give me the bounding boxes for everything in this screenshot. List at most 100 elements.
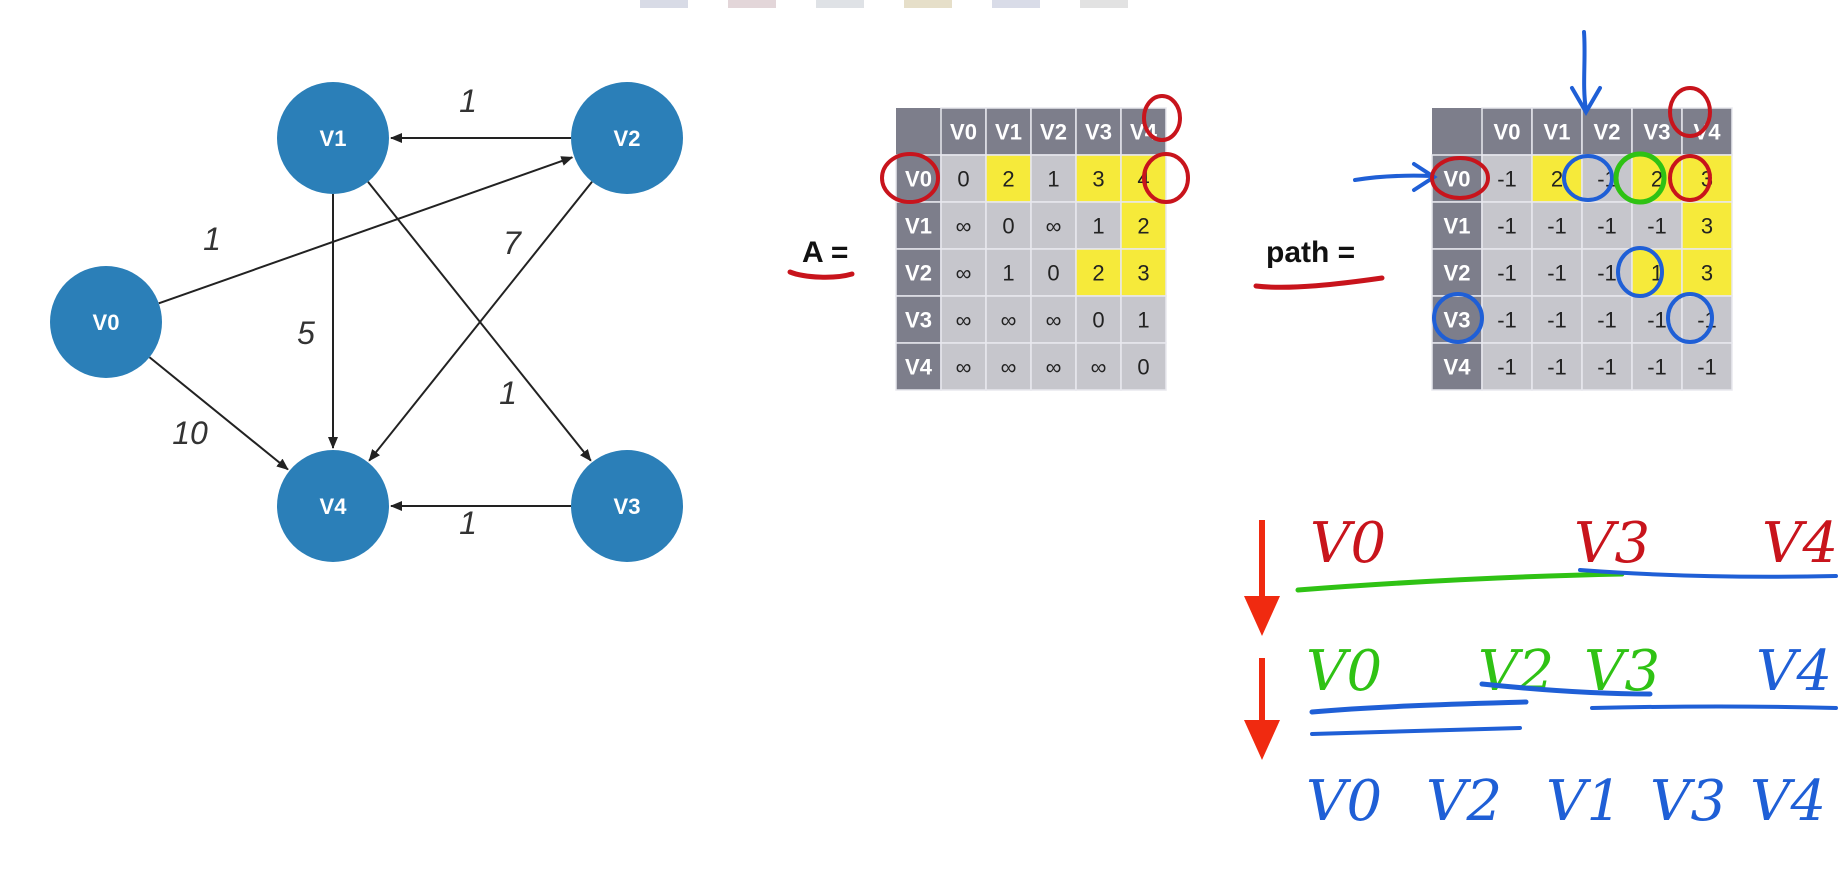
node-v3 bbox=[571, 450, 683, 562]
hw-line3-v2: V2 bbox=[1426, 769, 1502, 834]
matrix-a-cell-0-3: 3 bbox=[1092, 167, 1104, 192]
hw-line2-underline-blue-d bbox=[1310, 726, 1522, 736]
node-v1 bbox=[277, 82, 389, 194]
matrix-path-cell-3-0: -1 bbox=[1497, 308, 1517, 333]
matrix-a-cell-3-1: ∞ bbox=[1001, 308, 1017, 333]
matrix-path-cell-bg-1-0 bbox=[1481, 201, 1533, 250]
matrix-a-row-header-2: V2 bbox=[905, 261, 932, 286]
matrix-a-annotations bbox=[880, 94, 1190, 204]
matrix-a-cell-4-3: ∞ bbox=[1091, 355, 1107, 380]
hw-line1-v0: V0 bbox=[1310, 511, 1386, 576]
matrix-a-cell-0-2: 1 bbox=[1047, 167, 1059, 192]
matrix-path-cell-3-2: -1 bbox=[1597, 308, 1617, 333]
node-label-v2: V2 bbox=[614, 126, 641, 151]
matrix-path-row-header-2: V2 bbox=[1444, 261, 1471, 286]
handwritten-paths: V0 V3 V4 V0 V2 V3 V4 V0 V2 V1 V3 V4 bbox=[1244, 511, 1838, 834]
edge-v0-v2 bbox=[158, 156, 574, 305]
blue-circle-v3-row bbox=[1432, 292, 1484, 344]
green-circle-cell-0-3 bbox=[1613, 151, 1667, 205]
matrix-a-cell-bg-4-4 bbox=[1120, 342, 1167, 391]
matrix-path-cell-1-4: 3 bbox=[1701, 214, 1713, 239]
hw-line2-v2: V2 bbox=[1478, 639, 1554, 704]
blue-circle-cell-0-2 bbox=[1562, 154, 1614, 202]
matrix-path-cell-bg-1-2 bbox=[1581, 201, 1633, 250]
hw-line3-v4: V4 bbox=[1750, 769, 1826, 834]
matrix-path-cell-4-1: -1 bbox=[1547, 355, 1567, 380]
matrix-path-cell-bg-0-0 bbox=[1481, 154, 1533, 203]
matrix-path-cell-bg-2-1 bbox=[1531, 248, 1583, 297]
edge-v0-v4 bbox=[148, 356, 289, 471]
blue-circle-cell-2-3 bbox=[1616, 246, 1664, 298]
blue-right-arrow bbox=[1353, 162, 1438, 192]
matrix-path-col-header-2: V2 bbox=[1594, 120, 1621, 145]
red-circle-cell-0-4 bbox=[1668, 154, 1712, 202]
matrix-path-cell-2-1: -1 bbox=[1547, 261, 1567, 286]
red-down-arrow-1 bbox=[1244, 520, 1280, 636]
node-v0 bbox=[50, 266, 162, 378]
edge-weight-v1-v3: 1 bbox=[499, 375, 517, 411]
matrix-a-col-header-2: V2 bbox=[1040, 120, 1067, 145]
matrix-path-row-header-3: V3 bbox=[1444, 308, 1471, 333]
matrix-path-cell-2-4: 3 bbox=[1701, 261, 1713, 286]
matrix-a-cell-1-3: 1 bbox=[1092, 214, 1104, 239]
hw-line2-underline-blue-c bbox=[1590, 704, 1838, 710]
edge-weight-v1-v4: 5 bbox=[297, 315, 315, 351]
matrix-a-cell-4-0: ∞ bbox=[956, 355, 972, 380]
matrix-a-row-header-0: V0 bbox=[905, 167, 932, 192]
matrix-path-col-header-3: V3 bbox=[1644, 120, 1671, 145]
matrix-a-cell-bg-2-3 bbox=[1075, 248, 1122, 297]
blue-down-arrow bbox=[1570, 30, 1602, 116]
matrix-a-label: A = bbox=[802, 236, 848, 269]
matrix-path-cell-4-0: -1 bbox=[1497, 355, 1517, 380]
matrix-a-cell-bg-3-3 bbox=[1075, 295, 1122, 344]
matrix-path-cell-1-2: -1 bbox=[1597, 214, 1617, 239]
matrix-a-cell-2-4: 3 bbox=[1137, 261, 1149, 286]
edge-v1-v3 bbox=[367, 181, 592, 462]
matrix-a-cell-bg-4-2 bbox=[1030, 342, 1077, 391]
matrix-path-col-header-bg-0 bbox=[1481, 107, 1533, 156]
node-v2 bbox=[571, 82, 683, 194]
red-circle-a-cell-0-4 bbox=[1142, 152, 1190, 204]
matrix-a-cell-bg-0-0 bbox=[940, 154, 987, 203]
matrix-a-cell-2-1: 1 bbox=[1002, 261, 1014, 286]
hw-line2-underline-blue-a bbox=[1309, 699, 1529, 715]
matrix-a-cell-3-4: 1 bbox=[1137, 308, 1149, 333]
matrix-path-row-header-bg-1 bbox=[1431, 201, 1483, 250]
matrix-a-cell-2-2: 0 bbox=[1047, 261, 1059, 286]
matrix-a-cell-0-1: 2 bbox=[1002, 167, 1014, 192]
matrix-path-label: path = bbox=[1266, 236, 1355, 269]
matrix-path-cell-bg-4-0 bbox=[1481, 342, 1533, 391]
matrix-a-row-header-bg-3 bbox=[895, 295, 942, 344]
matrix-path-col-header-0: V0 bbox=[1494, 120, 1521, 145]
toolbar-strip bbox=[640, 0, 1128, 8]
matrix-path-cell-4-3: -1 bbox=[1647, 355, 1667, 380]
matrix-path-cell-bg-4-1 bbox=[1531, 342, 1583, 391]
matrix-path-cell-bg-1-4 bbox=[1681, 201, 1733, 250]
red-circle-a-v4-header bbox=[1142, 94, 1182, 142]
matrix-a-row-header-1: V1 bbox=[905, 214, 932, 239]
red-circle-a-v0-row bbox=[880, 152, 940, 204]
hw-line2-v0: V0 bbox=[1306, 639, 1382, 704]
matrix-path-cell-3-1: -1 bbox=[1547, 308, 1567, 333]
matrix-path-cell-1-3: -1 bbox=[1647, 214, 1667, 239]
matrix-a-cell-3-3: 0 bbox=[1092, 308, 1104, 333]
red-circle-v0-row bbox=[1430, 156, 1490, 200]
matrix-path-cell-0-0: -1 bbox=[1497, 167, 1517, 192]
hw-line1-v3: V3 bbox=[1574, 511, 1650, 576]
matrix-path-row-header-0: V0 bbox=[1444, 167, 1471, 192]
matrix-a-cell-bg-3-2 bbox=[1030, 295, 1077, 344]
hw-line3-v3: V3 bbox=[1650, 769, 1726, 834]
matrix-a-col-header-3: V3 bbox=[1085, 120, 1112, 145]
matrix-path-row-header-1: V1 bbox=[1444, 214, 1471, 239]
matrix-a-corner bbox=[896, 108, 941, 155]
hw-line1-underline-green bbox=[1295, 571, 1625, 593]
path-annotations bbox=[1353, 30, 1714, 344]
edge-weight-v0-v4: 10 bbox=[172, 415, 208, 451]
node-label-v4: V4 bbox=[320, 494, 348, 519]
matrix-a-cell-1-1: 0 bbox=[1002, 214, 1014, 239]
node-label-v3: V3 bbox=[614, 494, 641, 519]
